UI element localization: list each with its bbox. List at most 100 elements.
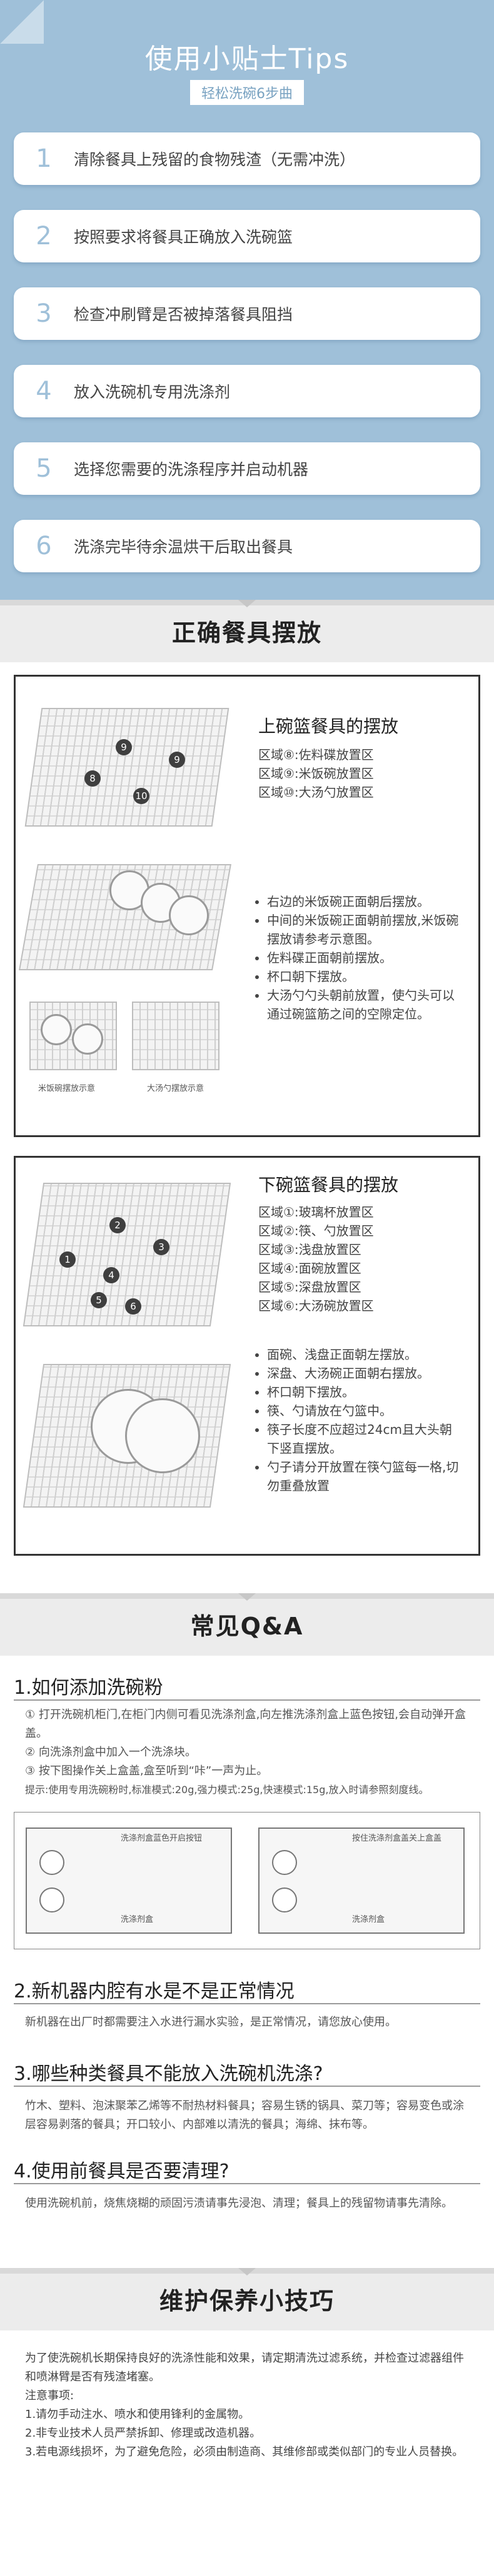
note-item: 勺子请分开放置在筷勺篮每一格,切勿重叠放置 [267,1458,462,1495]
note-item: 面碗、浅盘正面朝左摆放。 [267,1345,462,1364]
upper-zone-list: 区域⑧:佐料碟放置区 区域⑨:米饭碗放置区 区域⑩:大汤勺放置区 [258,745,374,802]
machine-door-illustration [258,1828,465,1934]
maintenance-paragraph: 为了使洗碗机长期保持良好的洗涤性能和效果，请定期清洗过滤系统，并检查过滤器组件和… [25,2352,464,2384]
note-item: 右边的米饭碗正面朝后摆放。 [267,892,462,911]
question-3: 3.哪些种类餐具不能放入洗碗机洗涤? [14,2063,323,2085]
answer-tip: 提示:使用专用洗碗粉时,标准模式:20g,强力模式:25g,快速模式:15g,放… [25,1784,429,1796]
divider [14,2086,480,2087]
zone-badge: 2 [109,1217,126,1233]
answer-line: ② 向洗涤剂盒中加入一个洗涤块。 [25,1746,196,1759]
upper-basket-title: 上碗篮餐具的摆放 [258,716,399,737]
zone-badge: 9 [116,739,132,755]
tips-section: 使用小贴士Tips 轻松洗碗6步曲 1 清除餐具上残留的食物残渣（无需冲洗） 2… [0,0,494,600]
zone-item: 区域④:面碗放置区 [258,1261,361,1276]
note-item: 大汤勺勺头朝前放置，使勺头可以通过碗篮筋之间的空隙定位。 [267,986,462,1023]
knob-shape [272,1887,297,1912]
answer-3: 竹木、塑料、泡沫聚苯乙烯等不耐热材料餐具；容易生锈的锅具、菜刀等；容易变色或涂层… [25,2097,470,2134]
diagram-label: 洗涤剂盒 [352,1915,385,1924]
answer-2: 新机器在出厂时都需要注入水进行漏水实验，是正常情况，请您放心使用。 [25,2013,470,2032]
answer-line: 新机器在出厂时都需要注入水进行漏水实验，是正常情况，请您放心使用。 [25,2016,396,2029]
zone-item: 区域⑩:大汤勺放置区 [258,785,374,800]
upper-rack-illustration [24,708,229,827]
step-number: 5 [36,454,52,483]
qa-heading: 常见Q&A [190,1613,304,1640]
zone-badge: 10 [133,788,149,804]
zone-badge: 3 [153,1239,169,1255]
zone-badge: 6 [125,1298,141,1315]
lower-zone-list: 区域①:玻璃杯放置区 区域②:筷、勺放置区 区域③:浅盘放置区 区域④:面碗放置… [258,1203,374,1315]
zone-badge: 1 [59,1251,76,1268]
maintenance-heading: 维护保养小技巧 [159,2287,335,2315]
header-notch [238,600,256,607]
note-item: 筷、勺请放在勺篮中。 [267,1401,462,1420]
question-2: 2.新机器内腔有水是不是正常情况 [14,1981,295,2002]
placement-section: 正确餐具摆放 9 8 9 10 米饭碗摆放示意 大汤勺摆放示意 上碗篮餐具的摆放 [0,600,494,1593]
step-text: 选择您需要的洗涤程序并启动机器 [74,460,309,479]
bowl-shape [41,1014,72,1045]
step-number: 4 [36,377,52,405]
question-4: 4.使用前餐具是否要清理? [14,2161,229,2182]
zone-item: 区域②:筷、勺放置区 [258,1223,374,1238]
zone-badge: 8 [84,770,101,787]
answer-1: ① 打开洗碗机柜门,在柜门内侧可看见洗涤剂盒,向左推洗涤剂盒上蓝色按钮,会自动弹… [25,1706,470,1799]
maintenance-paragraph: 注意事项: [25,2389,74,2402]
knob-shape [39,1887,64,1912]
answer-line: 竹木、塑料、泡沫聚苯乙烯等不耐热材料餐具；容易生锈的锅具、菜刀等；容易变色或涂层… [25,2099,464,2131]
rack-grid [133,1003,218,1069]
answer-line: ③ 按下图操作关上盒盖,盒至听到“咔”一声为止。 [25,1764,268,1778]
section-header: 常见Q&A [0,1593,494,1656]
diagram-label: 洗涤剂盒 [121,1915,154,1924]
tips-subtitle: 轻松洗碗6步曲 [190,80,304,105]
answer-4: 使用洗碗机前，烧焦烧糊的顽固污渍请事先浸泡、清理；餐具上的残留物请事先清除。 [25,2194,470,2213]
zone-item: 区域⑤:深盘放置区 [258,1280,361,1295]
maintenance-section: 维护保养小技巧 为了使洗碗机长期保持良好的洗涤性能和效果，请定期清洗过滤系统，并… [0,2268,494,2576]
tip-step-6: 6 洗涤完毕待余温烘干后取出餐具 [14,520,480,572]
detergent-diagram: 洗涤剂盒蓝色开启按钮 洗涤剂盒 按住洗涤剂盒盖关上盒盖 洗涤剂盒 [14,1812,480,1949]
tip-step-2: 2 按照要求将餐具正确放入洗碗篮 [14,210,480,262]
answer-line: 使用洗碗机前，烧焦烧糊的顽固污渍请事先浸泡、清理；餐具上的残留物请事先清除。 [25,2197,453,2210]
zone-item: 区域⑨:米饭碗放置区 [258,766,374,781]
upper-notes-list: 右边的米饭碗正面朝后摆放。 中间的米饭碗正面朝前摆放,米饭碗摆放请参考示意图。 … [256,892,462,1023]
step-text: 放入洗碗机专用洗涤剂 [74,383,231,401]
diagram-label: 按住洗涤剂盒盖关上盒盖 [352,1834,442,1843]
caption-ladle: 大汤勺摆放示意 [147,1084,204,1093]
bowl-shape [169,895,209,935]
header-notch [238,2268,256,2275]
zone-item: 区域①:玻璃杯放置区 [258,1205,374,1220]
step-text: 清除餐具上残留的食物残渣（无需冲洗） [74,151,356,169]
zone-item: 区域⑧:佐料碟放置区 [258,747,374,762]
question-1: 1.如何添加洗碗粉 [14,1677,163,1699]
step-number: 2 [36,222,52,251]
answer-line: ① 打开洗碗机柜门,在柜门内侧可看见洗涤剂盒,向左推洗涤剂盒上蓝色按钮,会自动弹… [25,1708,466,1740]
step-number: 3 [36,299,52,328]
plate-shape [125,1398,200,1473]
step-text: 检查冲刷臂是否被掉落餐具阻挡 [74,306,293,324]
note-item: 筷子长度不应超过24cm且大头朝下竖直摆放。 [267,1420,462,1458]
step-number: 1 [36,144,52,173]
lower-notes-list: 面碗、浅盘正面朝左摆放。 深盘、大汤碗正面朝右摆放。 杯口朝下摆放。 筷、勺请放… [256,1345,462,1495]
maintenance-paragraph: 3.若电源线损坏，为了避免危险，必须由制造商、其维修部或类似部门的专业人员替换。 [25,2445,464,2459]
maintenance-body: 为了使洗碗机长期保持良好的洗涤性能和效果，请定期清洗过滤系统，并检查过滤器组件和… [25,2349,470,2462]
section-header: 维护保养小技巧 [0,2268,494,2330]
tips-title: 使用小贴士Tips [144,43,350,75]
note-item: 杯口朝下摆放。 [267,1383,462,1401]
note-item: 佐料碟正面朝前摆放。 [267,948,462,967]
zone-badge: 9 [169,752,185,768]
divider [14,2003,480,2004]
ladle-example-illustration [132,1002,219,1070]
tip-step-3: 3 检查冲刷臂是否被掉落餐具阻挡 [14,287,480,340]
caption-bowl: 米饭碗摆放示意 [38,1084,96,1093]
step-number: 6 [36,532,52,560]
header-notch [238,1593,256,1601]
tip-step-5: 5 选择您需要的洗涤程序并启动机器 [14,442,480,495]
tip-step-1: 1 清除餐具上残留的食物残渣（无需冲洗） [14,132,480,185]
rack-grid [26,709,228,825]
zone-item: 区域③:浅盘放置区 [258,1242,361,1257]
lower-basket-title: 下碗篮餐具的摆放 [258,1175,399,1195]
zone-item: 区域⑥:大汤碗放置区 [258,1298,374,1313]
divider [14,1699,480,1701]
note-item: 深盘、大汤碗正面朝右摆放。 [267,1364,462,1383]
upper-basket-panel: 9 8 9 10 米饭碗摆放示意 大汤勺摆放示意 上碗篮餐具的摆放 区域⑧:佐料… [14,675,480,1137]
placement-heading: 正确餐具摆放 [171,619,322,647]
section-header: 正确餐具摆放 [0,600,494,662]
